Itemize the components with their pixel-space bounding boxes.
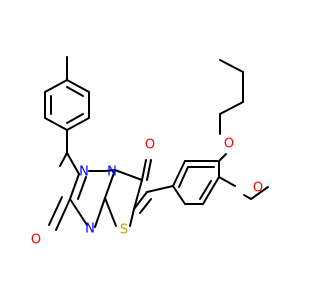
bond: [104, 197, 117, 227]
bond: [114, 169, 143, 181]
bond: [69, 173, 80, 200]
bond: [172, 185, 186, 205]
butoxy-chain: [218, 59, 244, 162]
triazinone-ring: [48, 169, 116, 231]
sulfur-label: S: [120, 223, 128, 238]
bond: [243, 194, 252, 200]
bond: [129, 208, 135, 227]
bond: [146, 185, 174, 193]
oxygen-butoxy-label: O: [224, 137, 234, 152]
oxygen-ring-right-label: O: [145, 138, 155, 153]
bond: [133, 179, 143, 210]
bond: [104, 169, 116, 172]
nitrogen-top-left-label: N: [79, 165, 89, 180]
bond: [104, 169, 116, 199]
atom-labels: O O O O N N N S: [31, 137, 263, 248]
bond: [219, 59, 244, 73]
exocyclic-double-bond: [133, 185, 174, 214]
bond: [178, 166, 189, 188]
bond: [66, 113, 84, 124]
bond: [66, 152, 80, 175]
oxygen-methoxy-label: O: [253, 181, 263, 196]
bond: [59, 152, 68, 167]
bond: [94, 197, 106, 228]
bond: [66, 86, 84, 97]
molecule-structure: O O O O N N N S: [0, 0, 300, 300]
bond: [69, 198, 88, 226]
bond: [133, 191, 148, 210]
bond: [139, 198, 152, 214]
bond: [55, 198, 71, 231]
bond: [218, 153, 227, 162]
bond: [44, 79, 68, 93]
bond: [219, 101, 244, 115]
bond: [172, 160, 186, 187]
background: [0, 0, 300, 300]
molecule-canvas: O O O O N N N S: [0, 0, 300, 300]
bond: [66, 117, 90, 131]
nitrogen-top-center-label: N: [107, 165, 117, 180]
bond: [199, 180, 212, 200]
thiazolone-ring: [104, 159, 152, 227]
bond: [66, 79, 90, 93]
bond: [44, 117, 68, 131]
bond: [146, 159, 152, 181]
bond: [141, 159, 147, 181]
bond: [77, 176, 87, 200]
oxygen-ring-left-label: O: [31, 233, 41, 248]
bond: [218, 176, 236, 187]
tolyl-ring: [44, 56, 90, 131]
bond: [202, 176, 220, 205]
methoxyphenyl-ring: [172, 160, 236, 205]
bond: [48, 196, 63, 226]
methoxy-group: [243, 186, 269, 200]
benzyl-linker: [59, 129, 80, 175]
nitrogen-bottom-label: N: [85, 222, 95, 237]
bond: [250, 186, 269, 200]
